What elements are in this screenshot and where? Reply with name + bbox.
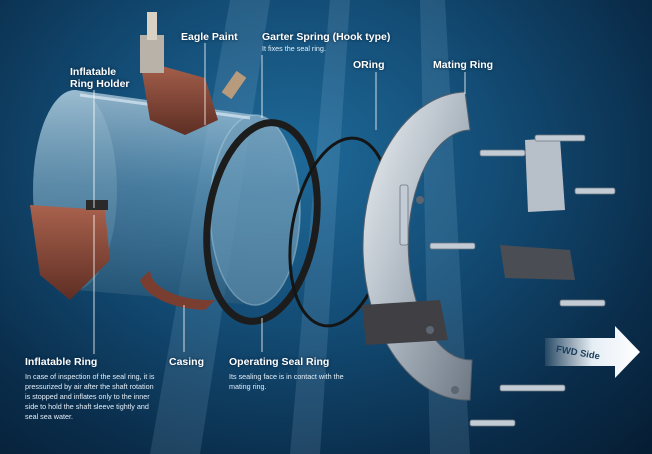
label-inflatable-ring-desc-2: pressurized by air after the shaft rotat… [25,382,154,391]
label-operating-seal-ring-desc-1: Its sealing face is in contact with the [229,372,344,381]
label-inflatable-ring-holder-line1: Inflatable [70,66,117,78]
inflatable-ring-holder-shape [30,12,247,310]
label-inflatable-ring: Inflatable Ring [25,356,98,368]
label-oring: ORing [353,59,385,71]
label-inflatable-ring-holder-line2: Ring Holder [70,78,130,90]
garter-spring-ring [203,119,321,325]
label-casing: Casing [169,356,205,368]
label-inflatable-ring-desc-1: In case of inspection of the seal ring, … [25,372,155,381]
label-operating-seal-ring: Operating Seal Ring [229,356,330,368]
label-mating-ring: Mating Ring [433,59,494,71]
leader-lines [93,43,466,354]
fwd-side-arrow [545,326,640,378]
mating-ring-assembly [362,91,575,401]
label-inflatable-ring-desc-3: is stopped and inflates only to the inne… [25,392,150,401]
bolts [399,134,616,427]
label-garter-spring: Garter Spring (Hook type) [262,31,391,43]
label-inflatable-ring-desc-4: side to hold the shaft sleeve tightly an… [25,402,149,411]
label-inflatable-ring-desc-5: seal sea water. [25,412,73,421]
label-garter-spring-desc: It fixes the seal ring. [262,44,326,53]
label-operating-seal-ring-desc-2: mating ring. [229,382,267,391]
label-eagle-paint: Eagle Paint [181,31,238,43]
